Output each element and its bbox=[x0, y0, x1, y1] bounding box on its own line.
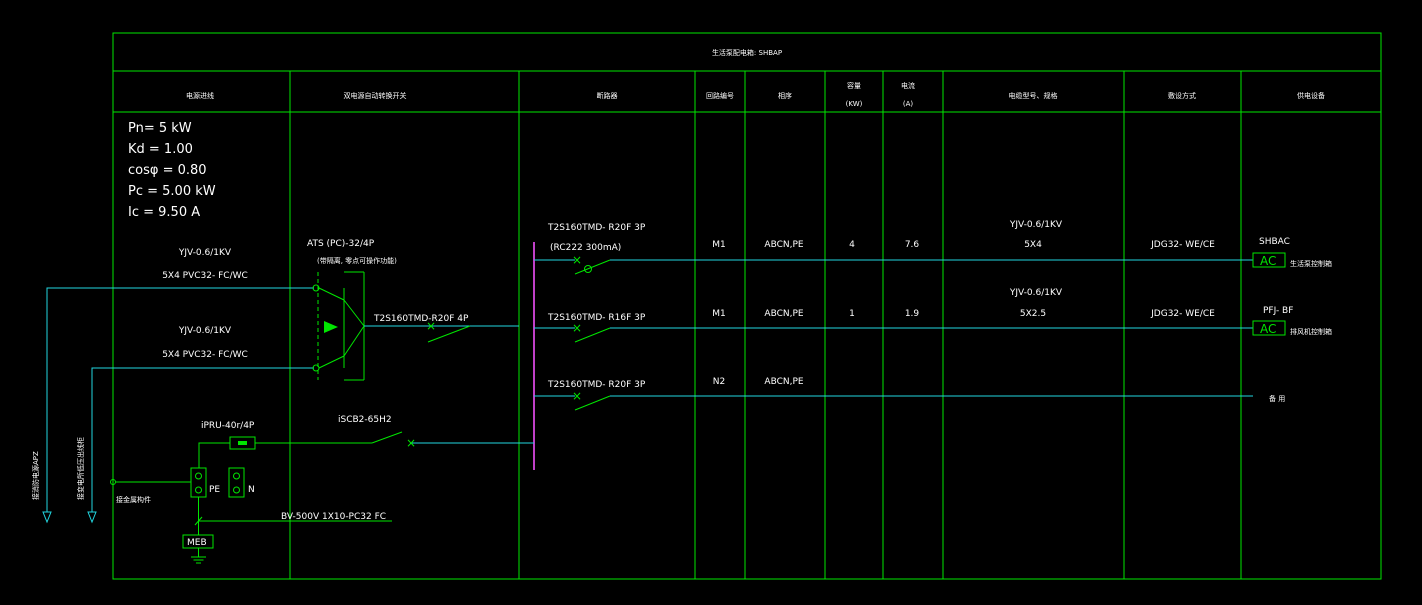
ats-model: ATS (PC)-32/4P bbox=[307, 239, 375, 249]
circuit-2-kw: 1 bbox=[849, 309, 855, 319]
header-ats: 双电源自动转换开关 bbox=[344, 91, 407, 100]
circuit-1-breaker: T2S160TMD- R20F 3P bbox=[547, 223, 646, 233]
spd-label: iPRU-40r/4P bbox=[201, 421, 255, 431]
header-breaker: 断路器 bbox=[597, 91, 618, 100]
svg-text:×: × bbox=[426, 319, 436, 333]
circuit-2-load-desc: 排风机控制箱 bbox=[1290, 327, 1332, 336]
header-incoming: 电源进线 bbox=[186, 91, 214, 100]
circuit-3-no: N2 bbox=[713, 377, 725, 387]
circuit-2-box-label: AC bbox=[1260, 322, 1276, 336]
incoming-2-model: YJV-0.6/1KV bbox=[178, 326, 232, 336]
header-current-unit: (A) bbox=[903, 100, 914, 108]
circuit-1-box-label: AC bbox=[1260, 254, 1276, 268]
circuit-2-load-name: PFJ- BF bbox=[1263, 306, 1293, 316]
param-cos: cosφ = 0.80 bbox=[128, 163, 207, 178]
circuit-1-cable-model: YJV-0.6/1KV bbox=[1009, 220, 1063, 230]
header-laying: 敷设方式 bbox=[1168, 91, 1196, 100]
main-breaker: T2S160TMD-R20F 4P × bbox=[373, 314, 471, 343]
circuit-3: T2S160TMD- R20F 3P × N2 ABCN,PE 备 用 bbox=[534, 377, 1285, 411]
incoming-1-spec: 5X4 PVC32- FC/WC bbox=[162, 271, 248, 281]
circuit-1-amp: 7.6 bbox=[905, 240, 920, 250]
param-kd: Kd = 1.00 bbox=[128, 142, 193, 157]
svg-text:×: × bbox=[572, 321, 582, 335]
incoming-2-spec: 5X4 PVC32- FC/WC bbox=[162, 350, 248, 360]
spd-breaker-label: iSCB2-65H2 bbox=[338, 415, 392, 425]
bond-label: 接金属构件 bbox=[116, 495, 151, 504]
param-pn: Pn= 5 kW bbox=[128, 121, 192, 136]
circuit-2-breaker: T2S160TMD- R16F 3P bbox=[547, 313, 646, 323]
incoming-2-arrow bbox=[87, 511, 97, 524]
circuit-2-ac-box bbox=[1252, 320, 1286, 336]
incoming-1-model: YJV-0.6/1KV bbox=[178, 248, 232, 258]
circuit-1-load-name: SHBAC bbox=[1259, 237, 1290, 247]
circuit-3-load-desc: 备 用 bbox=[1269, 394, 1285, 403]
main-breaker-label: T2S160TMD-R20F 4P bbox=[373, 314, 469, 324]
pe-wire-label: BV-500V 1X10-PC32 FC bbox=[281, 512, 386, 522]
ats-direction-icon bbox=[324, 321, 338, 333]
incoming-feeders: YJV-0.6/1KV 5X4 PVC32- FC/WC YJV-0.6/1KV… bbox=[31, 248, 314, 524]
ats-note: (带隔离, 零点可操作功能) bbox=[317, 256, 397, 265]
circuit-2: T2S160TMD- R16F 3P × M1 ABCN,PE 1 1.9 YJ… bbox=[534, 288, 1332, 343]
circuit-1-cable-size: 5X4 bbox=[1024, 240, 1042, 250]
circuit-2-phase: ABCN,PE bbox=[764, 309, 803, 319]
meb-label: MEB bbox=[187, 538, 207, 548]
header-phase: 相序 bbox=[778, 91, 792, 100]
circuit-2-cable-model: YJV-0.6/1KV bbox=[1009, 288, 1063, 298]
ats-switch: ATS (PC)-32/4P (带隔离, 零点可操作功能) bbox=[307, 239, 519, 381]
circuit-1-no: M1 bbox=[712, 240, 726, 250]
incoming-1-arrow bbox=[42, 511, 52, 524]
table-frame bbox=[112, 32, 1382, 580]
circuit-1: T2S160TMD- R20F 3P (RC222 300mA) × M1 AB… bbox=[534, 220, 1332, 275]
load-parameters: Pn= 5 kW Kd = 1.00 cosφ = 0.80 Pc = 5.00… bbox=[128, 121, 216, 220]
incoming-2-source: 接变电所低压出线柜 bbox=[76, 437, 85, 500]
header-circuit-no: 回路编号 bbox=[706, 91, 734, 100]
circuit-1-kw: 4 bbox=[849, 240, 855, 250]
circuit-1-load-desc: 生活泵控制箱 bbox=[1290, 259, 1332, 268]
panel-title: 生活泵配电箱: SHBAP bbox=[712, 48, 782, 57]
circuit-2-laying: JDG32- WE/CE bbox=[1150, 309, 1215, 319]
svg-text:×: × bbox=[572, 389, 582, 403]
circuit-3-breaker: T2S160TMD- R20F 3P bbox=[547, 380, 646, 390]
svg-text:×: × bbox=[406, 436, 416, 450]
header-capacity-unit: (KW) bbox=[846, 100, 863, 108]
incoming-1-wire bbox=[46, 287, 314, 512]
circuit-1-rcd-icon bbox=[584, 265, 592, 273]
ground-icon bbox=[191, 556, 206, 564]
incoming-2-wire bbox=[91, 367, 314, 512]
header-capacity: 容量 bbox=[847, 81, 861, 90]
circuit-1-laying: JDG32- WE/CE bbox=[1150, 240, 1215, 250]
surge-protection: × iSCB2-65H2 iPRU-40r/4P PE N 接金属构件 BV-5… bbox=[110, 415, 534, 564]
header-row: 电源进线 双电源自动转换开关 断路器 回路编号 相序 容量 (KW) 电流 (A… bbox=[186, 81, 1325, 108]
circuit-2-cable-size: 5X2.5 bbox=[1020, 309, 1046, 319]
circuit-1-rcd: (RC222 300mA) bbox=[550, 243, 621, 253]
n-label: N bbox=[248, 485, 255, 495]
header-cable: 电缆型号、规格 bbox=[1009, 91, 1058, 100]
header-equipment: 供电设备 bbox=[1297, 91, 1325, 100]
circuit-2-amp: 1.9 bbox=[905, 309, 920, 319]
n-terminal bbox=[228, 467, 245, 498]
circuit-2-no: M1 bbox=[712, 309, 726, 319]
pe-label: PE bbox=[209, 485, 220, 495]
header-current: 电流 bbox=[901, 81, 915, 90]
svg-text:×: × bbox=[572, 253, 582, 267]
param-pc: Pc = 5.00 kW bbox=[128, 184, 216, 199]
circuit-1-phase: ABCN,PE bbox=[764, 240, 803, 250]
incoming-1-source: 接消防电源APZ bbox=[31, 451, 40, 500]
circuit-3-phase: ABCN,PE bbox=[764, 377, 803, 387]
circuit-1-ac-box bbox=[1252, 252, 1286, 268]
param-ic: Ic = 9.50 A bbox=[128, 205, 200, 220]
